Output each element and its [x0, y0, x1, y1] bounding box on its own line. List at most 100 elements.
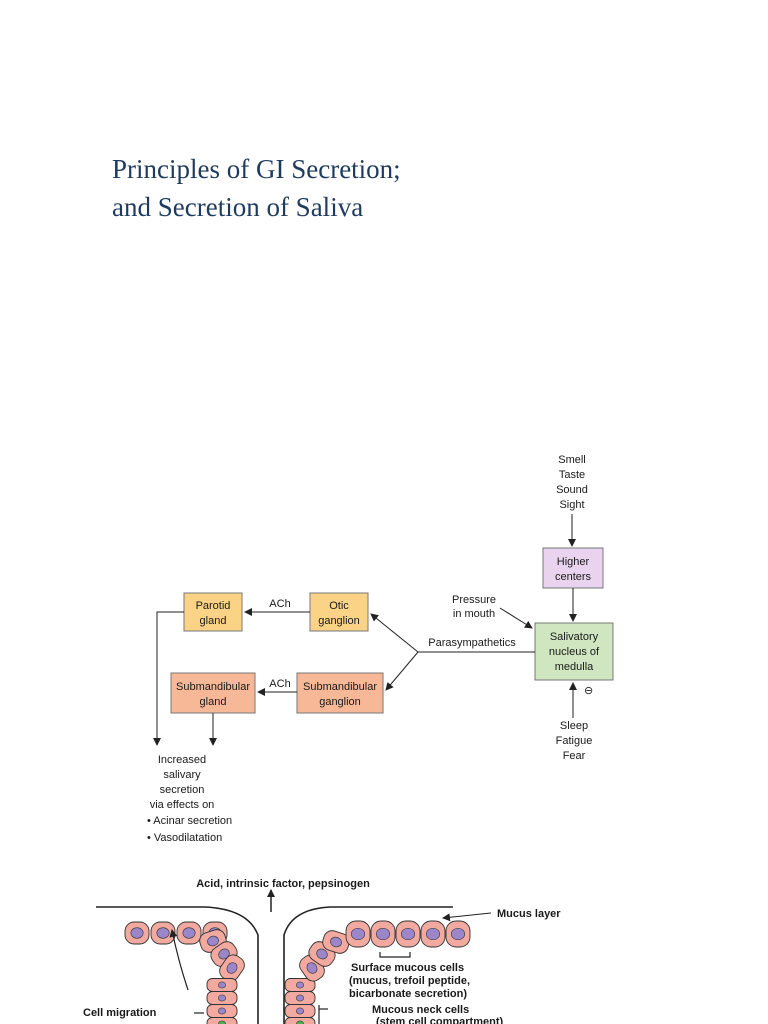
- otic-ganglion-box: Otic ganglion: [309, 592, 369, 632]
- epithelial-cells: [124, 920, 471, 1024]
- salivatory-nucleus-rect: [534, 622, 614, 681]
- parotid-gland-box: Parotid gland: [183, 592, 243, 632]
- surface-mucous-cell: [124, 921, 150, 945]
- mucus-layer-label: Mucus layer: [497, 908, 561, 920]
- cell-nucleus: [156, 927, 170, 939]
- mucus-layer-right: [283, 906, 453, 1024]
- inhibit-symbol: ⊖: [584, 685, 593, 697]
- cell-nucleus: [296, 981, 304, 989]
- cell-nucleus: [207, 935, 219, 947]
- gastric-gland-illustration: Acid, intrinsic factor, pepsinogen Mucus…: [83, 878, 561, 1024]
- gland-cell: [284, 1017, 316, 1024]
- submandibular-gland-label-1: Submandibular: [176, 681, 250, 693]
- cell-nucleus: [296, 1007, 304, 1015]
- higher-centers-box: Higher centers: [542, 547, 604, 589]
- arrow-mucus-layer: [442, 912, 492, 922]
- cell-nucleus: [218, 994, 226, 1002]
- ach-bottom-label: ACh: [269, 678, 290, 690]
- result-text: Increased salivary secretion via effects…: [147, 754, 232, 844]
- neck-cells-label-2: (stem cell compartment): [376, 1016, 503, 1024]
- surface-cells-label-3: bicarbonate secretion): [349, 988, 467, 1000]
- otic-ganglion-label-2: ganglion: [318, 615, 360, 627]
- cell-nucleus: [296, 994, 304, 1002]
- submandibular-gland-box: Submandibular gland: [170, 672, 256, 714]
- inhibitors-list: Sleep Fatigue Fear: [556, 720, 593, 762]
- gland-cell: [206, 991, 238, 1005]
- gland-cell: [206, 1017, 238, 1024]
- cell-nucleus: [316, 948, 328, 960]
- cell-nucleus: [218, 1007, 226, 1015]
- ach-top-label: ACh: [269, 598, 290, 610]
- cell-migration-label: Cell migration: [83, 1007, 157, 1019]
- surface-mucous-cell: [420, 920, 446, 948]
- higher-centers-label-2: centers: [555, 571, 592, 583]
- cell-nucleus: [226, 962, 238, 974]
- gland-cell: [284, 1004, 316, 1018]
- gland-cell: [284, 978, 316, 992]
- stimulus-sound: Sound: [556, 484, 588, 496]
- cell-nucleus: [400, 927, 416, 941]
- parotid-gland-label-2: gland: [200, 615, 227, 627]
- stimulus-smell: Smell: [558, 454, 586, 466]
- cell-nucleus: [218, 981, 226, 989]
- pressure-line-1: Pressure: [452, 594, 496, 606]
- inhibitor-sleep: Sleep: [560, 720, 588, 732]
- pressure-label: Pressure in mouth: [452, 594, 496, 620]
- mucus-layer-left: [96, 906, 259, 1024]
- surface-cells-label-2: (mucus, trefoil peptide,: [349, 975, 470, 987]
- gland-cell: [206, 978, 238, 992]
- submandibular-ganglion-label-1: Submandibular: [303, 681, 377, 693]
- result-bullet-vasodilatation: • Vasodilatation: [147, 832, 222, 844]
- surface-cells-label-1: Surface mucous cells: [351, 962, 464, 974]
- cell-nucleus: [130, 927, 144, 939]
- cell-migration-arrow: [169, 929, 189, 991]
- submandibular-gland-rect: [170, 672, 256, 714]
- gland-cell: [284, 991, 316, 1005]
- arrow-pressure-to-nucleus: [499, 607, 533, 629]
- stimulus-taste: Taste: [559, 469, 585, 481]
- stimulus-sight: Sight: [559, 499, 584, 511]
- stem-cell-nucleus: [296, 1020, 304, 1024]
- salivatory-nucleus-label-2: nucleus of: [549, 646, 600, 658]
- arrow-parotid-to-result: [153, 611, 184, 746]
- salivatory-nucleus-label-3: medulla: [555, 661, 594, 673]
- parasympathetics-label: Parasympathetics: [428, 637, 516, 649]
- surface-mucous-cell: [176, 921, 202, 945]
- gastric-top-label: Acid, intrinsic factor, pepsinogen: [196, 878, 370, 890]
- cell-nucleus: [182, 927, 196, 939]
- result-line-3: secretion: [160, 784, 205, 796]
- inhibitor-fear: Fear: [563, 750, 586, 762]
- result-bullet-acinar: • Acinar secretion: [147, 815, 232, 827]
- surface-mucous-cell: [219, 954, 245, 982]
- cell-nucleus: [350, 927, 366, 941]
- surface-mucous-cell: [445, 920, 471, 948]
- result-line-2: salivary: [163, 769, 201, 781]
- arrow-to-otic-ganglion: [370, 613, 419, 653]
- salivatory-nucleus-box: Salivatory nucleus of medulla: [534, 622, 614, 681]
- cell-nucleus: [425, 927, 441, 941]
- cell-nucleus: [306, 962, 318, 974]
- cell-nucleus: [450, 927, 466, 941]
- cell-nucleus: [375, 927, 391, 941]
- inhibitor-fatigue: Fatigue: [556, 735, 593, 747]
- title-line-2: and Secretion of Saliva: [112, 192, 364, 222]
- stimuli-list: Smell Taste Sound Sight: [556, 454, 588, 511]
- slide-title: Principles of GI Secretion; and Secretio…: [112, 150, 401, 226]
- stem-cell-nucleus: [218, 1020, 226, 1024]
- parotid-gland-label-1: Parotid: [196, 600, 231, 612]
- surface-mucous-cell: [322, 930, 350, 954]
- submandibular-gland-label-2: gland: [200, 696, 227, 708]
- surface-mucous-cell: [370, 920, 396, 948]
- pressure-line-2: in mouth: [453, 608, 495, 620]
- surface-cells-bracket: [379, 952, 411, 958]
- neck-cells-label-1: Mucous neck cells: [372, 1004, 469, 1016]
- title-line-1: Principles of GI Secretion;: [112, 154, 401, 184]
- higher-centers-label-1: Higher: [557, 556, 590, 568]
- cell-nucleus: [330, 936, 342, 948]
- submandibular-ganglion-box: Submandibular ganglion: [296, 672, 384, 714]
- surface-mucous-cell: [395, 920, 421, 948]
- surface-mucous-cell: [150, 921, 176, 945]
- salivatory-nucleus-label-1: Salivatory: [550, 631, 599, 643]
- submandibular-ganglion-label-2: ganglion: [319, 696, 361, 708]
